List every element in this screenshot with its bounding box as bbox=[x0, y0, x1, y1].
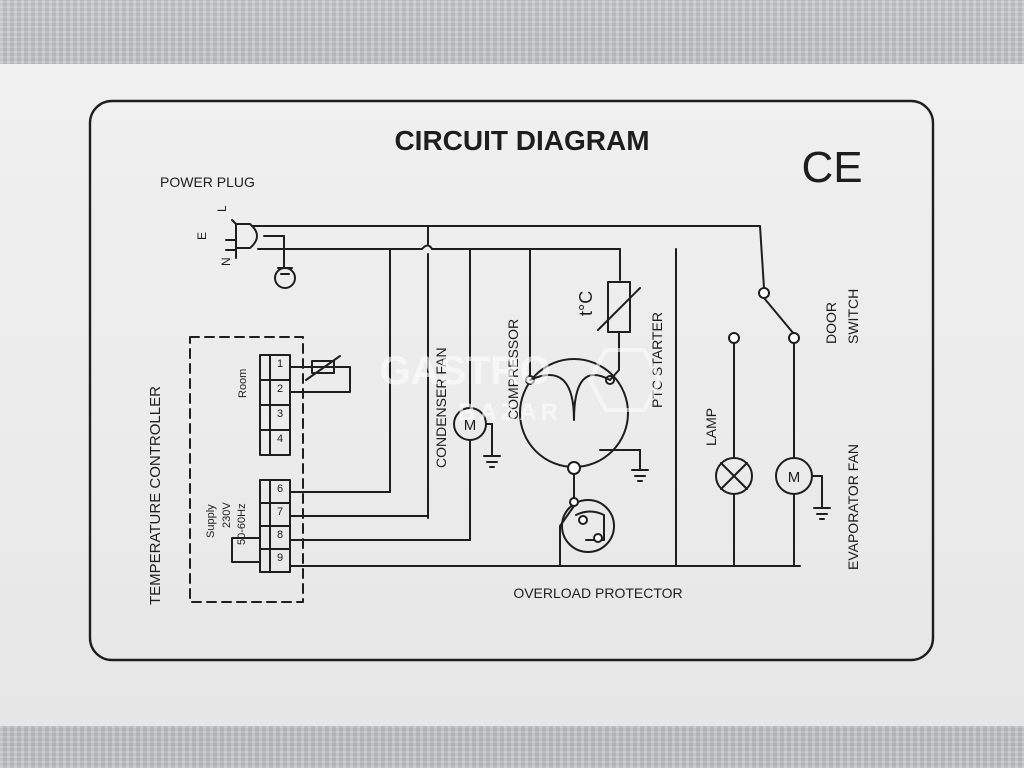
lamp-label: LAMP bbox=[703, 408, 719, 446]
jumper-wire bbox=[231, 537, 261, 563]
evaporator-motor-letter: M bbox=[788, 469, 801, 486]
watermark-line2: BAZAR bbox=[458, 399, 562, 426]
overload-protector-symbol bbox=[561, 497, 615, 553]
ce-mark: CE bbox=[801, 143, 862, 192]
terminal-6: 6 bbox=[277, 483, 283, 495]
terminal-1: 1 bbox=[277, 358, 283, 370]
terminal-7: 7 bbox=[277, 506, 283, 518]
plug-terminal-e: E bbox=[195, 232, 209, 240]
terminal-2: 2 bbox=[277, 383, 283, 395]
power-plug-label: POWER PLUG bbox=[160, 174, 255, 190]
switch-label: SWITCH bbox=[845, 289, 861, 344]
power-plug-symbol bbox=[225, 219, 258, 259]
supply-voltage: 230V bbox=[221, 502, 233, 528]
condenser-motor-letter: M bbox=[464, 417, 477, 434]
terminal-9: 9 bbox=[277, 552, 283, 564]
temperature-controller-label: TEMPERATURE CONTROLLER bbox=[147, 386, 164, 605]
diagram-border bbox=[88, 99, 935, 662]
sticker-label bbox=[0, 64, 1024, 726]
line-wire bbox=[251, 225, 765, 289]
watermark-line1: GASTRO bbox=[379, 349, 550, 393]
plug-earth-symbol bbox=[263, 235, 296, 289]
ptc-starter-symbol bbox=[597, 281, 641, 381]
door-label: DOOR bbox=[823, 302, 839, 344]
terminal-4: 4 bbox=[277, 433, 283, 445]
neutral-wire bbox=[257, 244, 621, 250]
thermostat-symbol-label: t°C bbox=[576, 291, 596, 316]
evaporator-fan-label: EVAPORATOR FAN bbox=[845, 444, 861, 570]
controller-box bbox=[189, 336, 304, 603]
compressor-label: COMPRESSOR bbox=[505, 319, 521, 420]
condenser-fan-label: CONDENSER FAN bbox=[433, 347, 449, 468]
overload-protector-label: OVERLOAD PROTECTOR bbox=[513, 585, 682, 601]
watermark-logo-icon bbox=[587, 348, 663, 412]
supply-frequency: 50-60Hz bbox=[236, 503, 248, 545]
plug-terminal-n: N bbox=[219, 257, 233, 266]
diagram-title: CIRCUIT DIAGRAM bbox=[394, 125, 649, 156]
terminal-block-room bbox=[259, 354, 291, 456]
condenser-fan-motor-symbol bbox=[453, 407, 501, 541]
plug-terminal-l: L bbox=[215, 205, 229, 212]
terminal-block-supply bbox=[259, 479, 291, 573]
lamp-symbol bbox=[715, 457, 753, 567]
overload-return bbox=[559, 505, 575, 567]
ptc-starter-label: PTC STARTER bbox=[649, 312, 665, 408]
supply-label: Supply bbox=[205, 504, 217, 538]
evaporator-fan-motor-symbol bbox=[775, 457, 831, 567]
door-switch-symbol bbox=[728, 287, 800, 459]
room-label: Room bbox=[237, 369, 249, 398]
room-sensor-symbol bbox=[289, 355, 351, 393]
terminal-8: 8 bbox=[277, 529, 283, 541]
terminal-3: 3 bbox=[277, 408, 283, 420]
